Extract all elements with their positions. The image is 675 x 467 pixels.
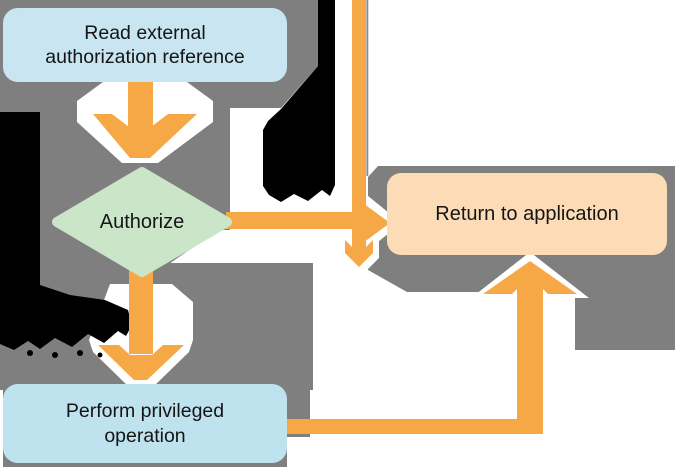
black-blob-artifacts [0, 0, 335, 358]
node-read-line2: authorization reference [45, 46, 245, 68]
white-strip-bar-above [311, 411, 517, 419]
white-strip-bar-below [311, 433, 551, 443]
node-perform-line1: Perform privileged [65, 399, 225, 422]
arrow-read-to-authorize-shaft [128, 80, 153, 128]
node-return-label: Return to application [435, 202, 619, 225]
black-speck [27, 350, 33, 356]
arrow-top-shaft [352, 0, 366, 254]
node-authorize-label: Authorize [99, 210, 185, 233]
arrow-authorize-to-perform-head [98, 345, 184, 380]
authorize-diamond-shape [52, 167, 232, 277]
arrow-fail-bar [226, 212, 357, 229]
arrow-top-tail-chevron [345, 240, 373, 267]
node-read-line1: Read external [84, 22, 206, 44]
white-strip-top-shaft [337, 0, 352, 212]
node-read-external-authorization-reference: Read external authorization reference [3, 8, 287, 82]
node-return-to-application: Return to application [387, 173, 667, 255]
white-strip-upshaft-left [508, 294, 517, 419]
node-perform-privileged-operation: Perform privileged operation [3, 384, 287, 463]
orange-arrows [93, 0, 577, 434]
black-speck [77, 350, 83, 356]
thin-gray-line [366, 0, 369, 176]
black-speck [97, 352, 103, 358]
arrow-return-up-shaft [517, 287, 543, 433]
black-blob-fail [263, 0, 335, 202]
arrow-authorize-to-perform-shaft [129, 268, 153, 354]
arrow-perform-out-bar [287, 419, 543, 434]
arrow-return-up-head [483, 261, 577, 294]
black-blob-pass [0, 112, 132, 350]
arrow-fail-head [356, 198, 390, 248]
arrow-read-to-authorize-head [93, 114, 197, 158]
node-perform-line2: operation [104, 424, 186, 447]
black-speck [52, 352, 58, 358]
white-strip-upshaft-right [543, 294, 552, 352]
